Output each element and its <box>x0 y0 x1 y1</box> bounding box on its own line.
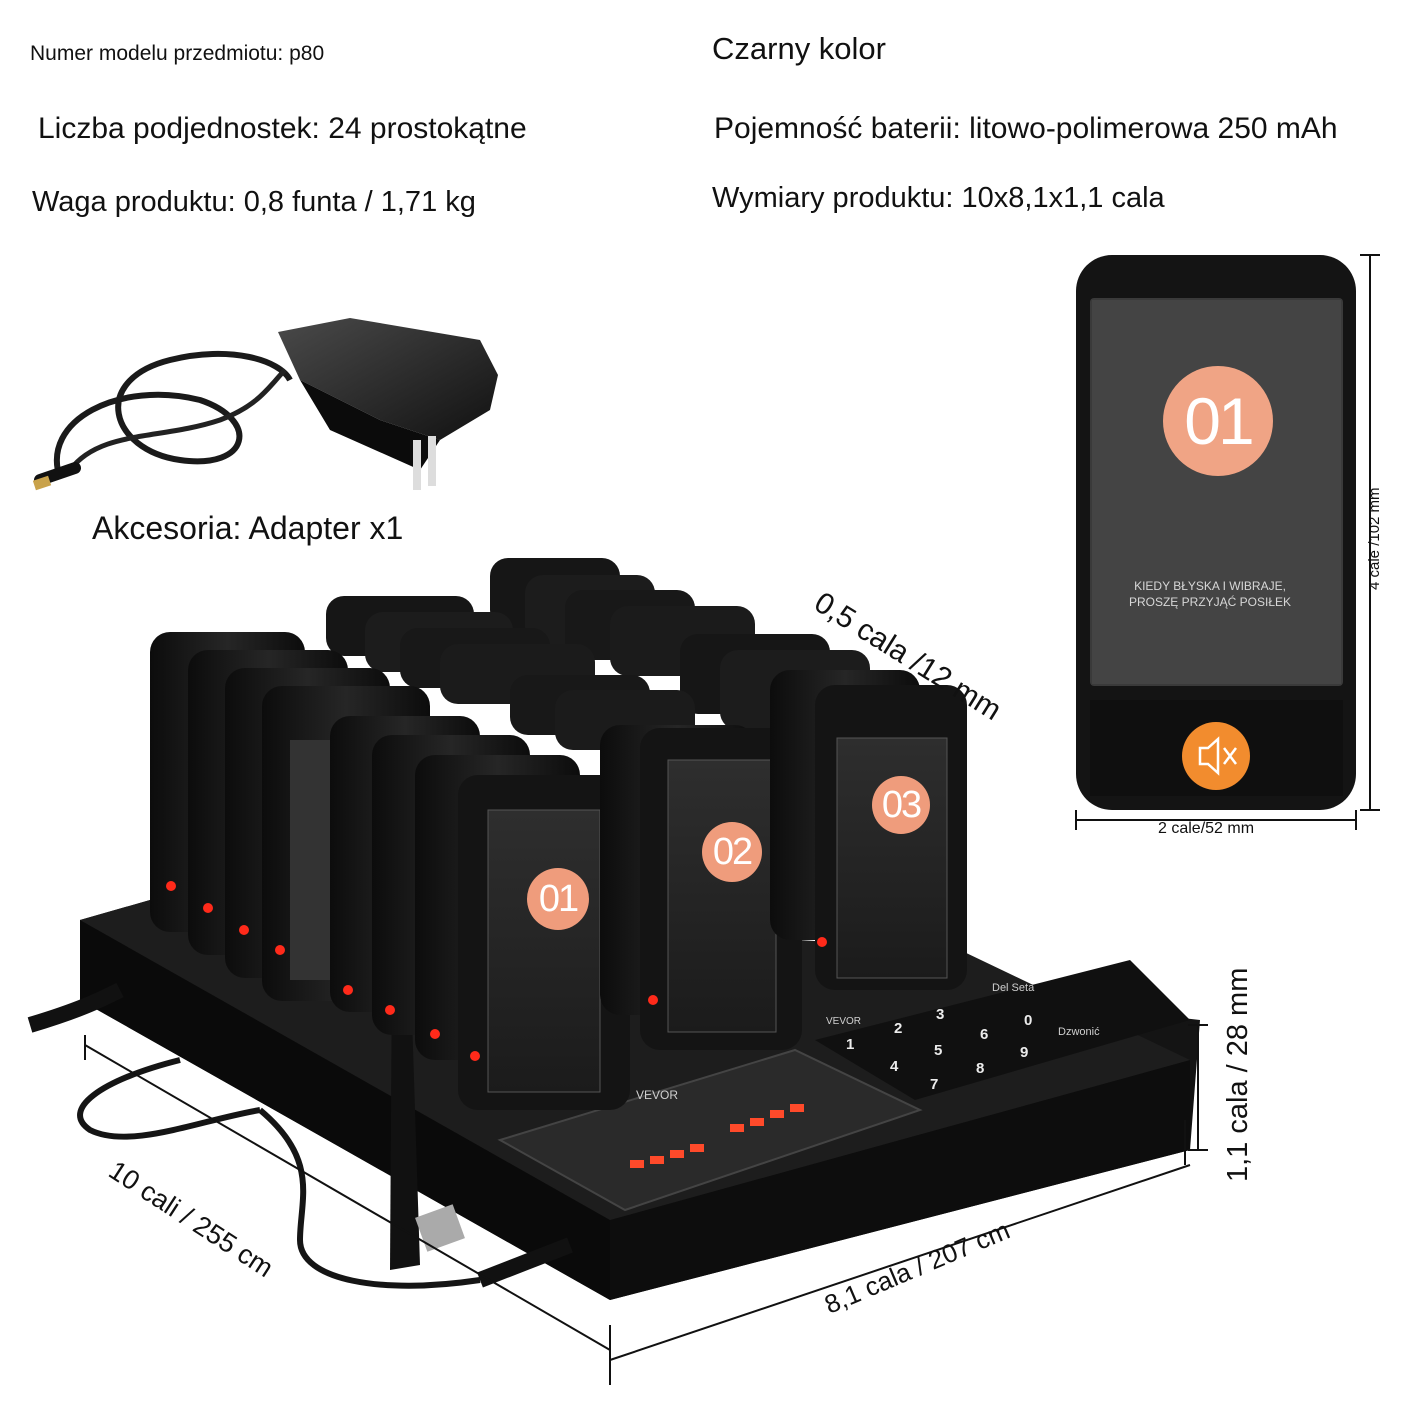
key-4: 4 <box>890 1058 899 1075</box>
key-8: 8 <box>976 1060 985 1077</box>
model-number-text: Numer modelu przedmiotu: p80 <box>30 42 325 65</box>
pager-height-label: 4 cale /102 mm <box>1366 487 1383 590</box>
pager-message: KIEDY BŁYSKA I WIBRAJE, PROSZĘ PRZYJĄĆ P… <box>1105 578 1315 610</box>
base-brand-label: VEVOR <box>636 1088 679 1102</box>
pager-number-badge: 01 <box>1163 366 1273 476</box>
subunits-text: Liczba podjednostek: 24 prostokątne <box>38 112 527 145</box>
dimension-lines <box>84 254 1380 1385</box>
key-1: 1 <box>846 1036 855 1053</box>
keypad-brand-label: VEVOR <box>826 1016 862 1027</box>
pager-stack-back <box>326 558 870 750</box>
key-3: 3 <box>936 1006 945 1023</box>
key-5: 5 <box>934 1042 943 1059</box>
power-adapter <box>32 318 498 491</box>
key-7: 7 <box>930 1076 939 1093</box>
pager-number-02: 02 <box>702 822 762 882</box>
call-key-label: Dzwonić <box>1058 1026 1100 1038</box>
pager-number-01: 01 <box>527 868 589 930</box>
key-6: 6 <box>980 1026 989 1043</box>
color-text: Czarny kolor <box>712 31 886 66</box>
pager-closeup <box>1076 255 1356 810</box>
base-height-label: 1,1 cala / 28 mm <box>1222 967 1254 1182</box>
pager-message-line-2: PROSZĘ PRZYJĄĆ POSIŁEK <box>1128 595 1292 609</box>
key-0: 0 <box>1024 1012 1033 1029</box>
pager-width-label: 2 cale/52 mm <box>1158 820 1255 837</box>
accessories-text: Akcesoria: Adapter x1 <box>92 510 404 546</box>
key-2: 2 <box>894 1020 903 1037</box>
indicator-leds <box>166 881 827 1168</box>
weight-text: Waga produktu: 0,8 funta / 1,71 kg <box>32 186 476 218</box>
pager-stack-middle <box>330 716 630 1110</box>
pager-number-03: 03 <box>872 776 930 834</box>
del-key-label: Del Seta <box>992 982 1035 994</box>
key-9: 9 <box>1020 1044 1029 1061</box>
battery-text: Pojemność baterii: litowo-polimerowa 250… <box>714 112 1338 145</box>
dimensions-text: Wymiary produktu: 10x8,1x1,1 cala <box>712 182 1165 214</box>
pager-message-line-1: KIEDY BŁYSKA I WIBRAJE, <box>1134 579 1286 593</box>
